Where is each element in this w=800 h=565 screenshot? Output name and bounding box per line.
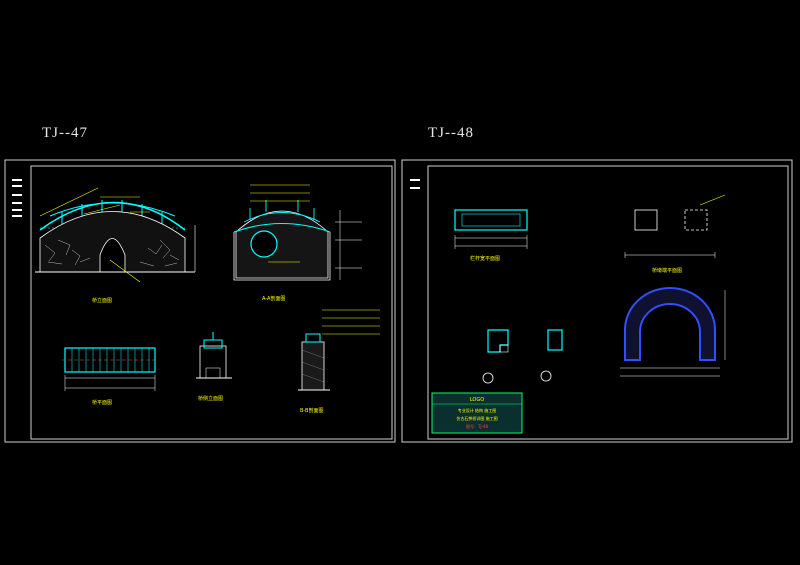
- title-block-row-3: 图号：TJ-48: [466, 423, 488, 429]
- label-section-bb: B-B剖面图: [300, 407, 324, 414]
- binding-marks: [12, 179, 22, 217]
- sheet-frame-inner: [30, 165, 393, 440]
- view-labels: 桥立面图 A-A剖面图 桥平面图 桥侧立面图 B-B剖面图 栏杆宽平面图 桥墩端…: [92, 255, 682, 414]
- title-block-row-1: 专业设计 结构 施工图: [458, 407, 497, 413]
- railing-plan: [454, 209, 528, 249]
- bridge-side-elevation: [196, 332, 232, 379]
- detail-2: [540, 329, 563, 382]
- title-block-header: LOGO: [470, 397, 484, 403]
- bridge-plan: [62, 347, 158, 391]
- label-side-elevation: 桥侧立面图: [198, 395, 223, 402]
- label-bridge-plan: 桥平面图: [92, 399, 112, 406]
- sheet-frame-outer: [4, 159, 396, 443]
- sheet-tj48: LOGO 专业设计 结构 施工图 仿古石拱桥详图 施工图 图号：TJ-48: [401, 159, 793, 443]
- binding-marks-2: [410, 179, 420, 189]
- section-aa: [233, 184, 362, 281]
- label-section-aa: A-A剖面图: [262, 295, 285, 302]
- title-block-row-2: 仿古石拱桥详图 施工图: [456, 415, 497, 421]
- detail-1: [482, 329, 509, 384]
- arch-plan: [620, 287, 726, 377]
- sheet-title-tj47: TJ--47: [42, 125, 88, 141]
- label-pier-end-plan: 桥墩端平面图: [652, 267, 682, 274]
- label-railing-plan: 栏杆宽平面图: [470, 255, 500, 262]
- title-block: LOGO 专业设计 结构 施工图 仿古石拱桥详图 施工图 图号：TJ-48: [431, 392, 523, 434]
- pier-end-plan: [624, 194, 726, 258]
- sheet-frame-outer-2: [401, 159, 793, 443]
- label-bridge-elevation: 桥立面图: [92, 297, 112, 304]
- section-bb: [298, 309, 380, 391]
- sheet-title-tj48: TJ--48: [428, 125, 474, 141]
- sheet-frame-inner-2: [427, 165, 789, 440]
- sheet-tj47: [4, 159, 396, 443]
- bridge-elevation: [35, 187, 196, 283]
